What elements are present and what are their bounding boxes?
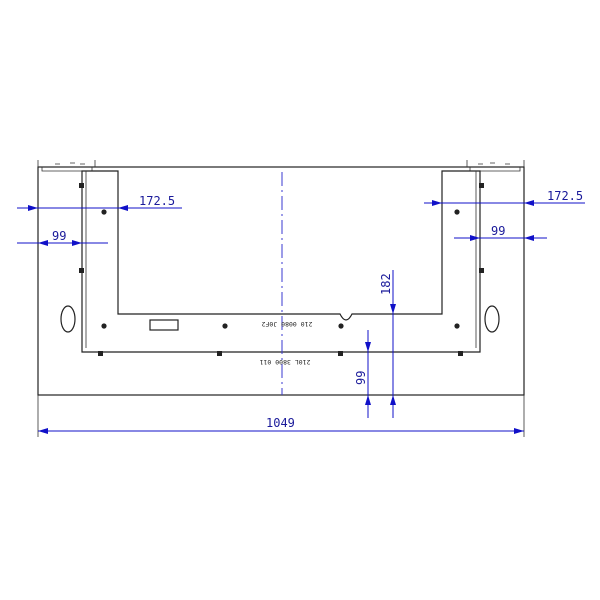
right-cap-detail	[466, 160, 525, 172]
left-cap-marks	[55, 162, 85, 165]
hole	[338, 323, 344, 329]
hole	[98, 351, 103, 356]
left-cap-detail	[37, 160, 96, 172]
dim-left-172: 172.5	[17, 194, 182, 211]
hole	[479, 268, 484, 273]
part-label-upper: 210 0080 J0F2	[261, 320, 312, 328]
dim-left-99: 99	[17, 229, 108, 246]
u-channel-outer	[81, 170, 481, 353]
dim-right-172-label: 172.5	[547, 189, 583, 203]
hole	[217, 351, 222, 356]
hole	[454, 323, 460, 329]
part-label-lower: 210L 3800 011	[259, 358, 310, 366]
slot-right	[484, 305, 500, 333]
dim-overall-width: 1049	[37, 395, 525, 437]
dim-depth-99: 99	[354, 330, 371, 418]
hole	[101, 323, 107, 329]
dim-right-99: 99	[454, 224, 547, 241]
dim-left-172-label: 172.5	[139, 194, 175, 208]
hole	[338, 351, 343, 356]
dim-depth-99-label: 99	[354, 371, 368, 385]
dim-depth-182-label: 182	[379, 273, 393, 295]
dim-left-99-label: 99	[52, 229, 66, 243]
slot-rect	[149, 319, 179, 331]
mounting-holes	[79, 183, 484, 356]
hole	[479, 183, 484, 188]
hole	[222, 323, 228, 329]
dim-depth-182: 182	[379, 270, 396, 418]
hole	[101, 209, 107, 215]
base-plate-outline	[37, 166, 525, 396]
slot-left	[60, 305, 76, 333]
dim-overall-width-label: 1049	[266, 416, 295, 430]
hole	[79, 183, 84, 188]
dim-right-99-label: 99	[491, 224, 505, 238]
right-cap-marks	[478, 162, 510, 165]
u-channel-inner-line	[85, 171, 477, 348]
hole	[458, 351, 463, 356]
dim-right-172: 172.5	[424, 189, 585, 206]
hole	[454, 209, 460, 215]
hole	[79, 268, 84, 273]
